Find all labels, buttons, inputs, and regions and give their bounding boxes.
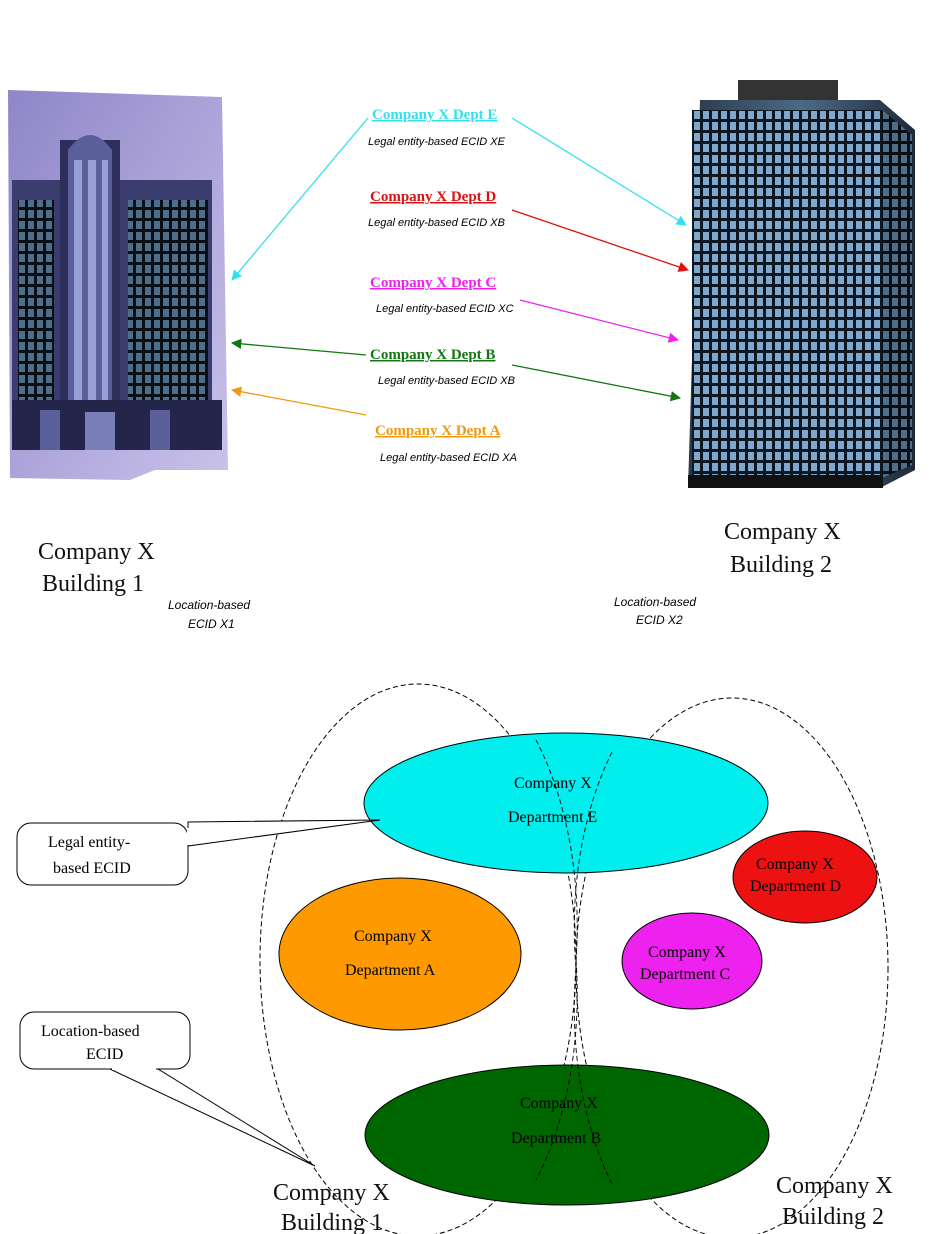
department-arrows [230,117,689,416]
dept-d-title: Company X Dept D [370,189,496,205]
bottom-building-2-line2: Building 2 [782,1204,884,1230]
arrow-dept-e-right [511,117,687,226]
dept-a-title: Company X Dept A [375,423,501,439]
dept-c-title: Company X Dept C [370,275,496,291]
top-building-2-loc2: ECID X2 [636,613,683,627]
arrow-dept-c-right [519,299,680,343]
bottom-building-2-line1: Company X [776,1173,893,1199]
arrow-dept-d-right [511,209,689,272]
dept-b-label-line1: Company X [520,1095,598,1112]
dept-e-ellipse [363,732,769,874]
bottom-building-1-line1: Company X [273,1180,390,1206]
location-based-callout-line1: Location-based [41,1023,140,1040]
department-labels: Company X Dept E Legal entity-based ECID… [368,107,517,464]
legal-entity-callout: Legal entity- based ECID [16,819,381,886]
arrow-dept-e-left [231,117,369,281]
top-building-1-line2: Building 1 [42,571,144,597]
dept-e-ecid: Legal entity-based ECID XE [368,136,506,148]
arrow-dept-b-right [511,364,682,402]
legal-entity-callout-line2: based ECID [53,860,131,877]
dept-a-label-line2: Department A [345,962,436,979]
dept-e-title: Company X Dept E [372,107,497,123]
arrow-dept-b-left [230,338,367,356]
building-2-illustration [688,80,915,488]
top-building-1-line1: Company X [38,539,155,565]
bottom-building-labels: Company X Building 1 Company X Building … [273,1173,893,1234]
dept-b-ellipse [364,1064,770,1206]
location-based-callout-line2: ECID [86,1046,123,1063]
dept-d-label-line2: Department D [750,878,841,895]
dept-b-title: Company X Dept B [370,347,495,363]
top-building-1-loc2: ECID X1 [188,617,235,631]
arrow-dept-a-left [230,386,367,416]
dept-d-label-line1: Company X [756,856,834,873]
dept-c-label-line1: Company X [648,944,726,961]
top-building-2-loc1: Location-based [614,595,696,609]
location-based-callout: Location-based ECID [19,1011,316,1167]
dept-b-label-line2: Department B [511,1130,601,1147]
department-ellipse-labels: Company X Department E Company X Departm… [345,775,841,1147]
building-outline-overlay [535,739,613,1185]
department-ellipses [278,732,878,1206]
dept-c-ecid: Legal entity-based ECID XC [376,303,514,315]
dept-a-ellipse [278,877,522,1031]
dept-d-ecid: Legal entity-based ECID XB [368,217,505,229]
dept-a-ecid: Legal entity-based ECID XA [380,452,517,464]
dept-a-label-line1: Company X [354,928,432,945]
dept-e-label-line2: Department E [508,809,597,826]
dept-b-ecid: Legal entity-based ECID XB [378,375,515,387]
dept-d-ellipse [732,830,878,924]
legal-entity-callout-line1: Legal entity- [48,834,130,851]
dept-c-label-line2: Department C [640,966,730,983]
dept-c-ellipse [621,912,763,1010]
building-1-illustration [8,90,228,480]
dept-e-label-line1: Company X [514,775,592,792]
bottom-building-1-line2: Building 1 [281,1210,383,1234]
top-building-2-line2: Building 2 [730,552,832,578]
top-building-labels: Company X Building 1 Location-based ECID… [38,519,841,631]
top-building-2-line1: Company X [724,519,841,545]
top-building-1-loc1: Location-based [168,598,250,612]
